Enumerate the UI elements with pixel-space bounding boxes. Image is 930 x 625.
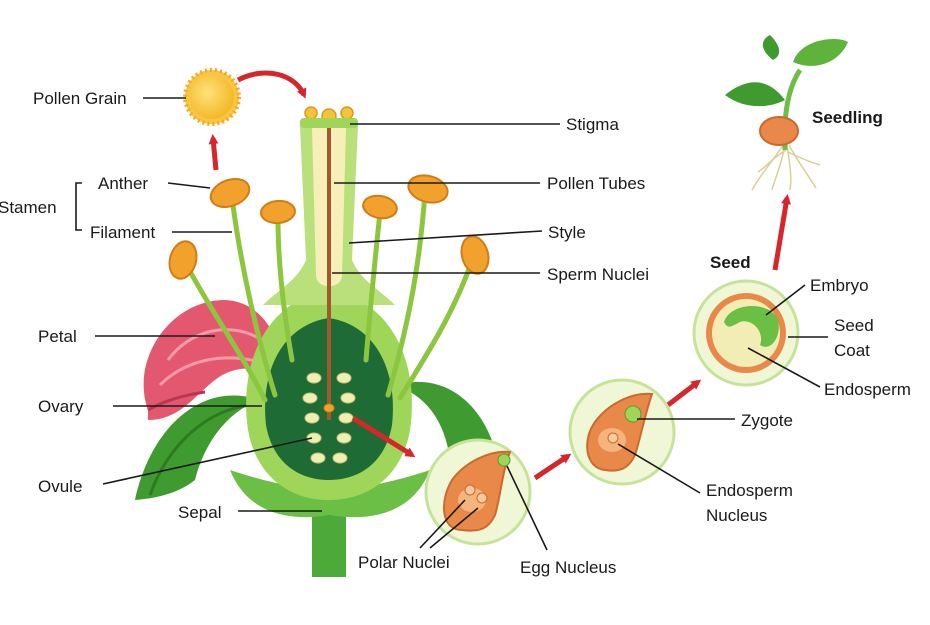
pollen-grain-shape [183, 68, 241, 126]
label-sperm-nuclei: Sperm Nuclei [547, 265, 649, 284]
filaments [182, 190, 476, 403]
zygote-circle [568, 378, 676, 486]
label-zygote: Zygote [741, 411, 793, 430]
label-endosperm-nucleus-1: Endosperm [706, 481, 793, 500]
seed-circle [692, 279, 800, 387]
label-pollen-grain: Pollen Grain [33, 89, 127, 108]
label-ovary: Ovary [38, 397, 84, 416]
flower-stem [312, 505, 346, 577]
label-filament: Filament [90, 223, 155, 242]
label-embryo: Embryo [810, 276, 869, 295]
label-polar-nuclei: Polar Nuclei [358, 553, 450, 572]
label-endosperm-nucleus-2: Nucleus [706, 506, 767, 525]
seedling-illustration [725, 35, 848, 191]
flower [135, 68, 500, 577]
text-labels: Pollen Grain Stamen Anther Filament Peta… [0, 89, 911, 577]
label-seed-coat-2: Coat [834, 341, 870, 360]
label-petal: Petal [38, 327, 77, 346]
stigma-bulbs [300, 106, 358, 128]
label-seed: Seed [710, 253, 751, 272]
process-arrows [208, 70, 791, 481]
label-stamen: Stamen [0, 198, 57, 217]
label-seed-coat-1: Seed [834, 316, 874, 335]
leader-lines [75, 97, 828, 551]
label-ovule: Ovule [38, 477, 82, 496]
label-seedling: Seedling [812, 108, 883, 127]
label-style: Style [548, 223, 586, 242]
ovule-shapes [302, 372, 356, 464]
label-sepal: Sepal [178, 503, 221, 522]
label-anther: Anther [98, 174, 148, 193]
label-pollen-tubes: Pollen Tubes [547, 174, 645, 193]
label-egg-nucleus: Egg Nucleus [520, 558, 616, 577]
label-stigma: Stigma [566, 115, 619, 134]
label-endosperm: Endosperm [824, 380, 911, 399]
ovule-circle [424, 438, 532, 546]
